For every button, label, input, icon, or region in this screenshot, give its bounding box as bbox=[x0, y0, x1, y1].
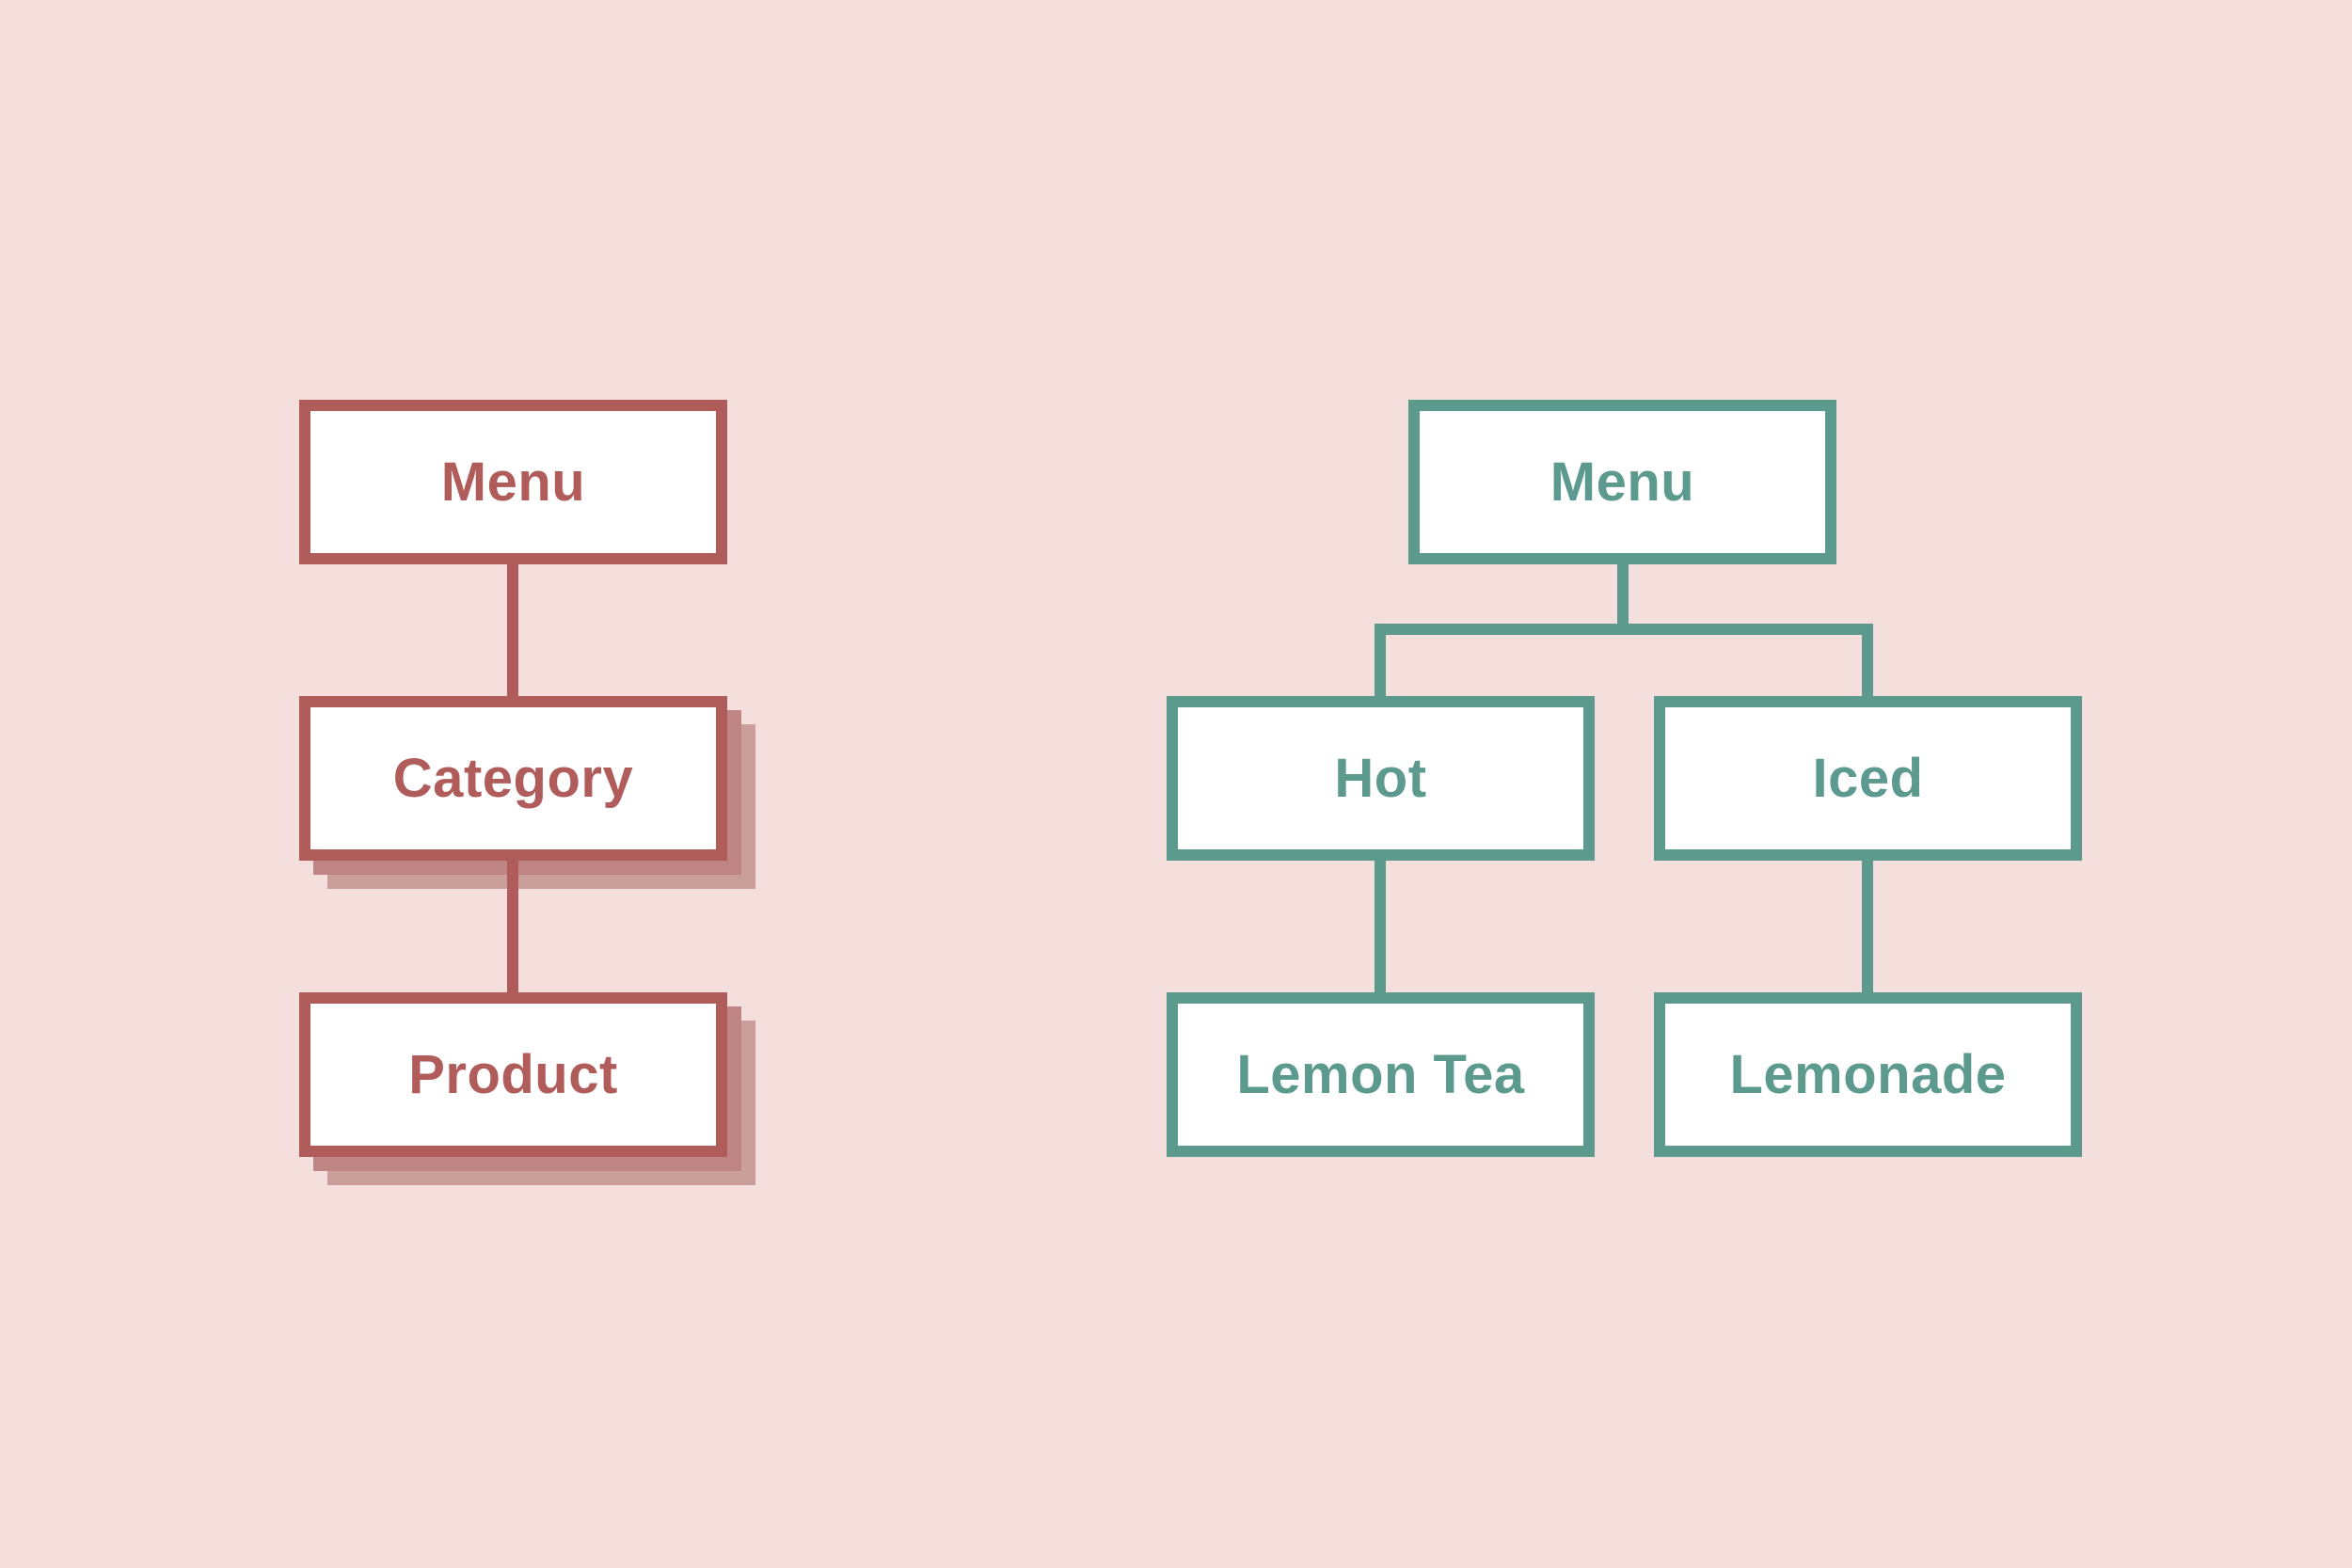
connector-menu-to-category bbox=[507, 560, 518, 701]
node-lemon-tea-label: Lemon Tea bbox=[1236, 1044, 1525, 1105]
node-iced-label: Iced bbox=[1812, 748, 1924, 809]
node-product: Product bbox=[299, 992, 727, 1157]
node-iced: Iced bbox=[1654, 696, 2082, 861]
node-lemon-tea: Lemon Tea bbox=[1167, 992, 1595, 1157]
node-product-label: Product bbox=[408, 1044, 618, 1105]
node-hot-label: Hot bbox=[1334, 748, 1427, 809]
connector-bar-to-iced bbox=[1862, 624, 1873, 701]
node-category: Category bbox=[299, 696, 727, 861]
connector-iced-to-lemonade bbox=[1862, 856, 1873, 997]
node-menu-generic: Menu bbox=[299, 400, 727, 564]
node-menu-example: Menu bbox=[1408, 400, 1836, 564]
node-lemonade: Lemonade bbox=[1654, 992, 2082, 1157]
node-hot: Hot bbox=[1167, 696, 1595, 861]
connector-branch-bar bbox=[1375, 624, 1873, 635]
connector-hot-to-lemon-tea bbox=[1375, 856, 1386, 997]
connector-bar-to-hot bbox=[1375, 624, 1386, 701]
node-menu-generic-label: Menu bbox=[440, 451, 586, 513]
connector-category-to-product bbox=[507, 856, 518, 997]
node-category-label: Category bbox=[392, 748, 634, 809]
node-menu-example-label: Menu bbox=[1549, 451, 1695, 513]
connector-menu-riser bbox=[1617, 560, 1629, 635]
node-lemonade-label: Lemonade bbox=[1729, 1044, 2007, 1105]
